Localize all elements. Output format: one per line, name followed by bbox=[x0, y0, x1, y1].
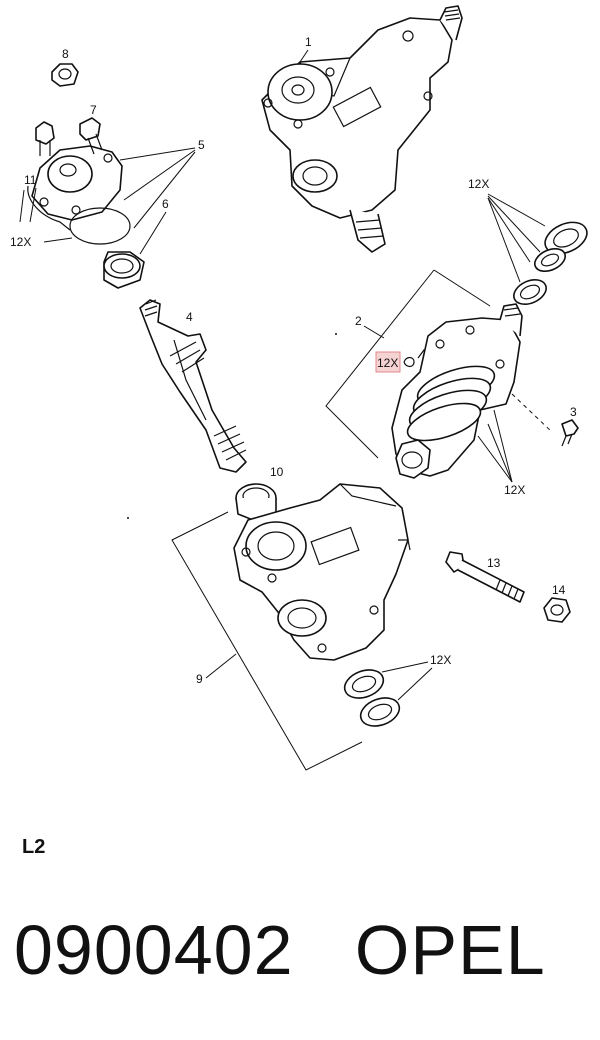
qty-mid: 12X bbox=[377, 356, 398, 370]
callout-13: 13 bbox=[487, 556, 501, 570]
nut-part-8 bbox=[51, 63, 79, 87]
stud-nut-part-11 bbox=[35, 121, 55, 156]
callout-6: 6 bbox=[162, 197, 169, 211]
adjuster-bolt-part-7 bbox=[79, 117, 103, 155]
callout-4: 4 bbox=[186, 310, 193, 324]
callout-14: 14 bbox=[552, 583, 566, 597]
callout-1: 1 bbox=[305, 35, 312, 49]
page-label: L2 bbox=[22, 836, 46, 858]
part-number-heading: 0900402 OPEL bbox=[14, 910, 546, 990]
bearing-part-6 bbox=[103, 251, 145, 289]
sector-shaft-part-4 bbox=[139, 299, 247, 473]
callout-7: 7 bbox=[90, 103, 97, 117]
o-ring bbox=[69, 207, 131, 245]
screw-part-3 bbox=[561, 419, 579, 447]
qty-seals: 12X bbox=[430, 653, 451, 667]
callout-2: 2 bbox=[355, 314, 362, 328]
valve-piston-assembly bbox=[391, 303, 523, 479]
nut-part-14 bbox=[543, 597, 571, 623]
seal-rings-bottom bbox=[343, 669, 401, 727]
highlight-box bbox=[375, 351, 401, 373]
callout-9: 9 bbox=[196, 672, 203, 686]
cover-plate-part-5 bbox=[27, 145, 123, 231]
bolt-part-13 bbox=[445, 551, 525, 603]
qty-left: 12X bbox=[10, 235, 31, 249]
brand-name: OPEL bbox=[354, 911, 546, 989]
steering-gear-assembly bbox=[261, 5, 463, 253]
part-number: 0900402 bbox=[14, 911, 294, 989]
exploded-parts-diagram: 1 8 7 5 11 12X 6 bbox=[10, 5, 588, 771]
qty-top-right: 12X bbox=[468, 177, 489, 191]
callout-3: 3 bbox=[570, 405, 577, 419]
callout-10: 10 bbox=[270, 465, 284, 479]
callout-5: 5 bbox=[198, 138, 205, 152]
callout-11: 11 bbox=[24, 173, 37, 187]
callout-8: 8 bbox=[62, 47, 69, 61]
seal-rings-top-right bbox=[513, 221, 588, 305]
qty-piston: 12X bbox=[504, 483, 525, 497]
gear-housing-part-9 bbox=[233, 483, 411, 661]
